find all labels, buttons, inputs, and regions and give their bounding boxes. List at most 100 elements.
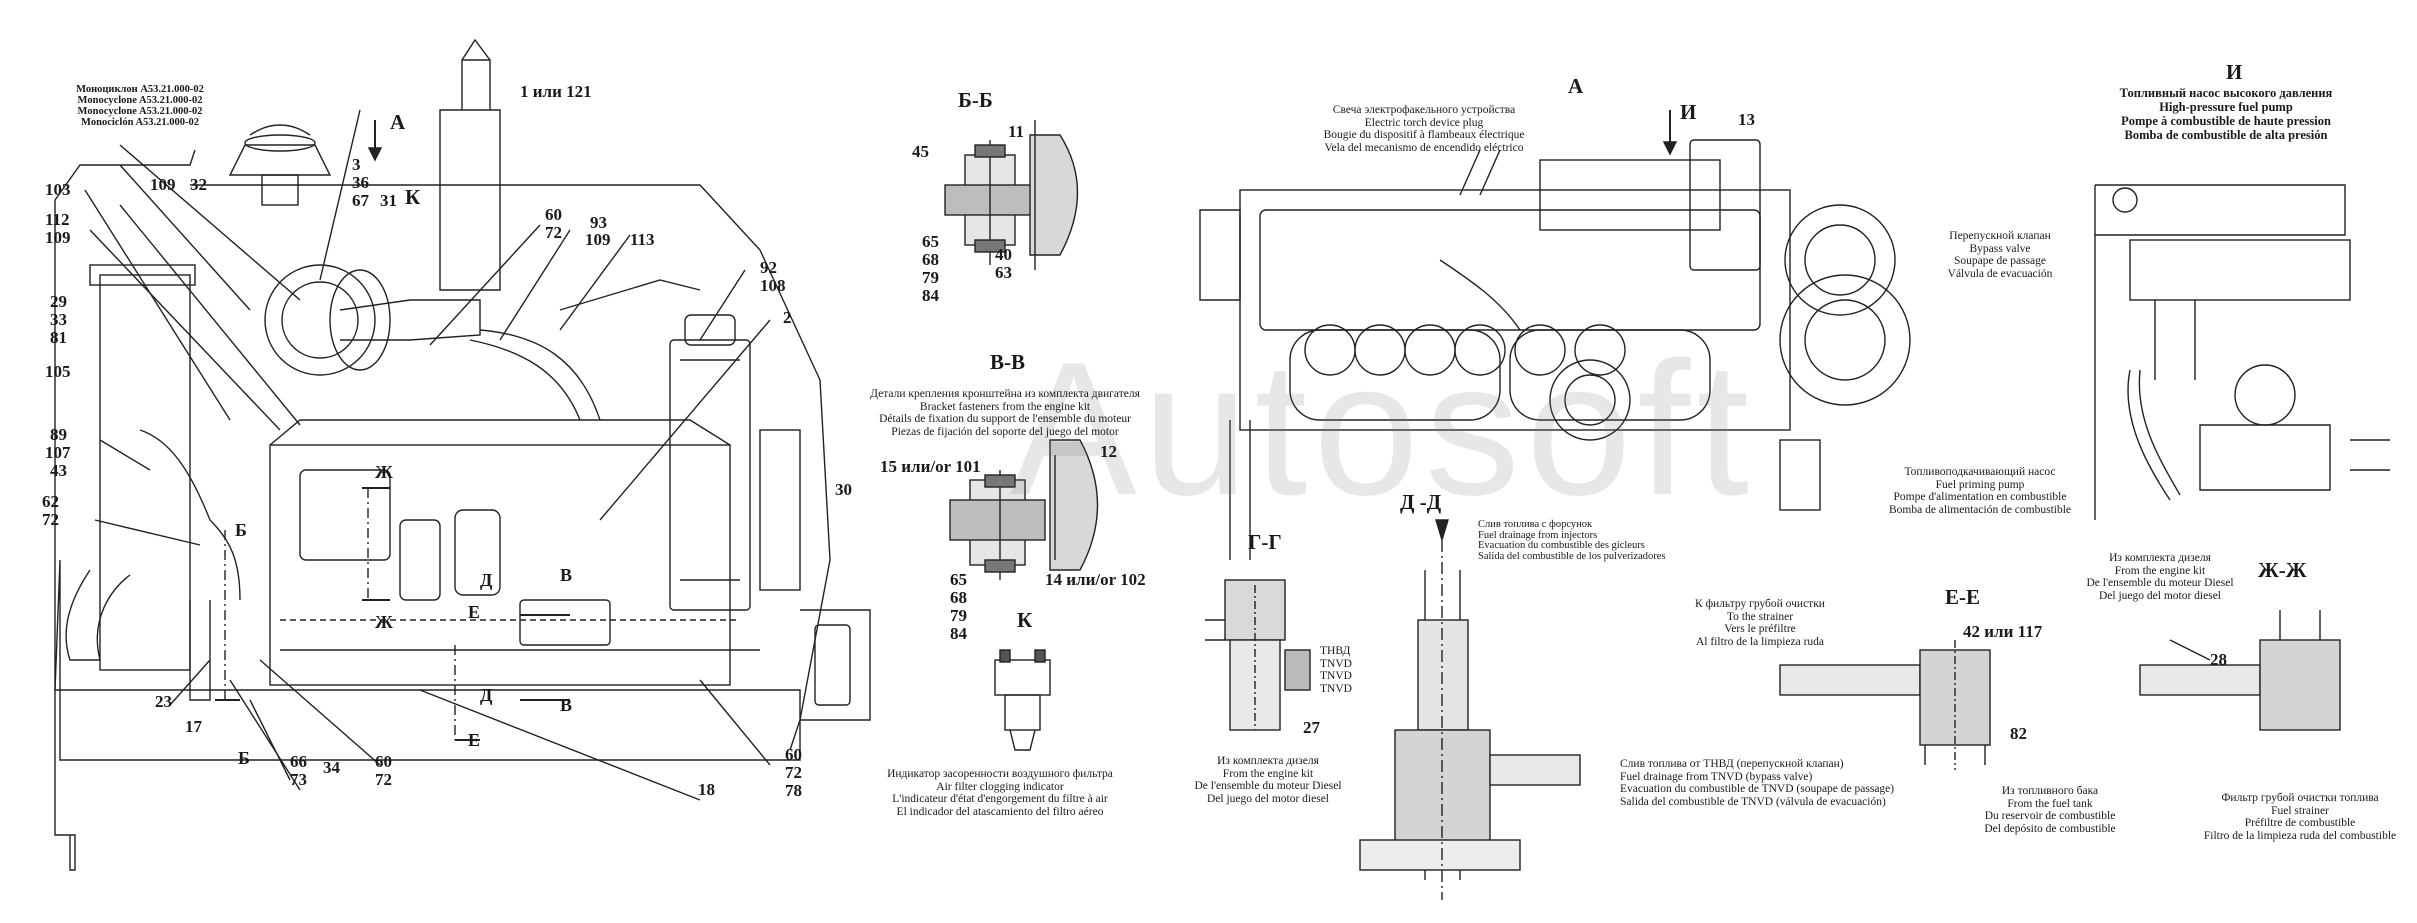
air-filter <box>264 264 376 376</box>
section-title-a: А <box>390 110 406 134</box>
callout-3: 3 <box>352 155 361 174</box>
callout-112: 112 <box>45 210 70 229</box>
callout-32: 32 <box>190 175 207 194</box>
cut-mark-v-top: В <box>560 565 573 585</box>
air-filter-indicator <box>994 649 1051 751</box>
callout-109-a: 109 <box>45 228 71 247</box>
callout-72-a: 72 <box>545 223 562 242</box>
engine-top-view <box>1199 110 1911 560</box>
caption-air-filter-indicator: Индикатор засоренности воздушного фильтр… <box>887 768 1113 818</box>
callout-e-42: 42 или 117 <box>1963 622 2043 641</box>
callout-31: 31 <box>380 191 397 210</box>
cut-mark-d-bottom: Д <box>480 685 493 705</box>
callout-105: 105 <box>45 362 71 381</box>
callout-81: 81 <box>50 328 67 347</box>
callout-bb-65: 65 <box>922 232 939 251</box>
section-ee <box>1779 640 1991 770</box>
callout-33: 33 <box>50 310 67 329</box>
callout-bb-11: 11 <box>1008 122 1025 141</box>
section-title-gg: Г-Г <box>1248 530 1282 554</box>
cut-mark-e-bottom: Е <box>468 730 481 750</box>
callout-60-c: 60 <box>785 745 802 764</box>
main-engine-view <box>54 38 871 871</box>
cut-mark-e-top: Е <box>468 602 481 622</box>
exhaust-pipe <box>439 109 501 291</box>
section-title-a-right: А <box>1568 74 1584 98</box>
caption-tnvd-drain: Слив топлива от ТНВД (перепускной клапан… <box>1620 758 1895 808</box>
callout-vv-15: 15 или/or 101 <box>880 457 981 476</box>
callout-2: 2 <box>783 308 792 327</box>
cut-mark-d-top: Д <box>480 570 493 590</box>
watermark: Autosoft <box>1010 323 1756 535</box>
callout-bb-40: 40 <box>995 245 1012 264</box>
cut-mark-zh-bottom: Ж <box>375 612 393 632</box>
callout-g-27: 27 <box>1303 718 1320 737</box>
hp-fuel-pump <box>1539 159 1721 231</box>
monocyclone <box>228 144 332 176</box>
callout-vv-79: 79 <box>950 606 967 625</box>
callout-73: 73 <box>290 770 307 789</box>
cut-mark-b-bottom: Б <box>238 748 250 768</box>
callout-zh-28: 28 <box>2210 650 2227 669</box>
callout-k: К <box>405 185 421 209</box>
callout-107: 107 <box>45 443 71 462</box>
cut-mark-b-top: Б <box>235 520 247 540</box>
callout-17: 17 <box>185 717 202 736</box>
cut-mark-v-bottom: В <box>560 695 573 715</box>
callout-108: 108 <box>760 276 786 295</box>
callout-62: 62 <box>42 492 59 511</box>
callout-66: 66 <box>290 752 307 771</box>
callout-18: 18 <box>698 780 715 799</box>
callout-72-b: 72 <box>42 510 59 529</box>
engine-block <box>269 444 731 686</box>
callout-bb-68: 68 <box>922 250 939 269</box>
callout-92: 92 <box>760 258 777 277</box>
section-title-vv: В-В <box>990 350 1026 374</box>
callout-30: 30 <box>835 480 852 499</box>
callout-1: 1 или 121 <box>520 82 592 101</box>
callout-vv-84: 84 <box>950 624 967 643</box>
section-zhzh <box>2139 610 2341 731</box>
callout-bb-63: 63 <box>995 263 1012 282</box>
callout-72-d: 72 <box>785 763 802 782</box>
callout-89: 89 <box>50 425 67 444</box>
callout-60-a: 60 <box>545 205 562 224</box>
callout-13: 13 <box>1738 110 1755 129</box>
callout-36: 36 <box>352 173 369 192</box>
section-i-pump <box>2094 184 2390 520</box>
section-title-dd: Д -Д <box>1400 490 1442 514</box>
filter-housing <box>669 339 751 611</box>
callout-109-c: 109 <box>585 230 611 249</box>
callout-113: 113 <box>630 230 655 249</box>
callout-vv-68: 68 <box>950 588 967 607</box>
callout-109-b: 109 <box>150 175 176 194</box>
callout-e-82: 82 <box>2010 724 2027 743</box>
section-bb <box>944 120 1079 270</box>
callout-43: 43 <box>50 461 67 480</box>
callout-bb-45: 45 <box>912 142 929 161</box>
callout-78: 78 <box>785 781 802 800</box>
section-title-bb: Б-Б <box>958 88 993 112</box>
section-vv <box>949 439 1099 580</box>
callout-vv-65: 65 <box>950 570 967 589</box>
callout-93: 93 <box>590 213 607 232</box>
section-title-i: И <box>2226 60 2243 84</box>
callout-34: 34 <box>323 758 340 777</box>
cut-mark-zh-top: Ж <box>375 462 393 482</box>
callout-vv-12: 12 <box>1100 442 1117 461</box>
section-dd <box>1359 519 1581 900</box>
callout-bb-79: 79 <box>922 268 939 287</box>
section-arrow-i: И <box>1680 100 1697 124</box>
section-title-zhzh: Ж-Ж <box>2258 558 2307 582</box>
